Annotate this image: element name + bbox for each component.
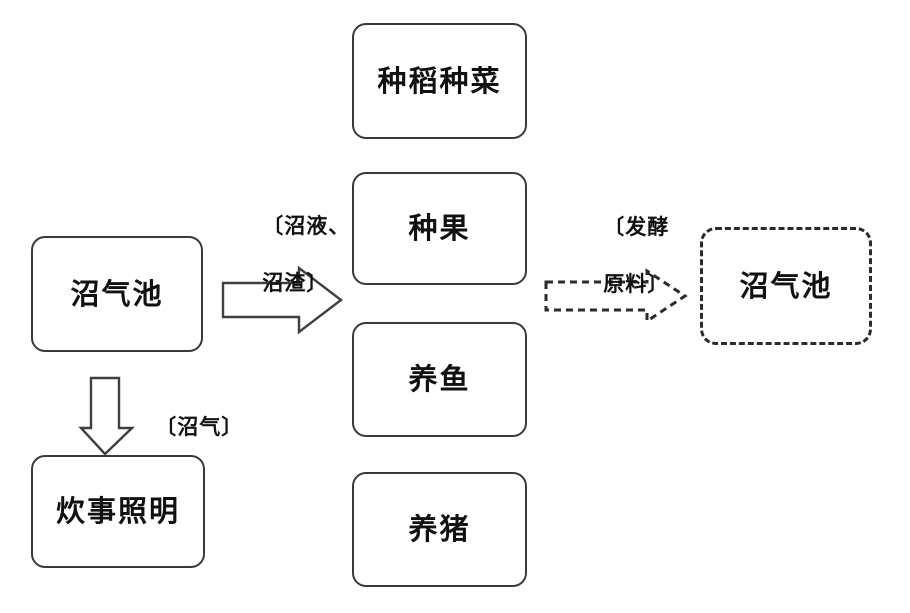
arrow-slurry-icon [221,265,343,335]
node-fruit[interactable]: 种果 [352,172,527,285]
node-label-biogas-pit-return: 沼气池 [739,268,833,303]
node-label-fruit: 种果 [408,211,471,245]
edge-label-slurry: 〔沼液、 沼渣〕 [229,184,350,326]
edge-label-feedstock-line1: 〔发酵 [603,215,670,240]
node-biogas-pit-source[interactable]: 沼气池 [31,236,203,352]
edge-label-feedstock: 〔发酵 原料〕 [570,185,669,327]
arrow-biogas-icon [78,376,135,456]
node-label-rice-vegetable: 种稻种菜 [377,63,502,98]
node-label-cooking-lighting: 炊事照明 [55,494,180,528]
edge-label-biogas: 〔沼气〕 [122,385,243,470]
node-biogas-pit-return[interactable]: 沼气池 [700,227,872,345]
node-fish[interactable]: 养鱼 [352,322,527,437]
node-rice-vegetable[interactable]: 种稻种菜 [352,23,527,139]
node-pig[interactable]: 养猪 [352,472,527,587]
node-label-biogas-pit-source: 沼气池 [70,276,164,311]
edge-label-biogas-line1: 〔沼气〕 [155,415,244,440]
edge-label-slurry-line1: 〔沼液、 [262,214,351,239]
node-label-fish: 养鱼 [408,362,471,396]
edge-label-feedstock-line2: 原料〕 [603,272,670,297]
node-cooking-lighting[interactable]: 炊事照明 [31,455,205,568]
node-label-pig: 养猪 [408,512,471,546]
arrow-feedstock-icon [544,268,688,324]
edge-label-slurry-line2: 沼渣〕 [262,271,329,296]
